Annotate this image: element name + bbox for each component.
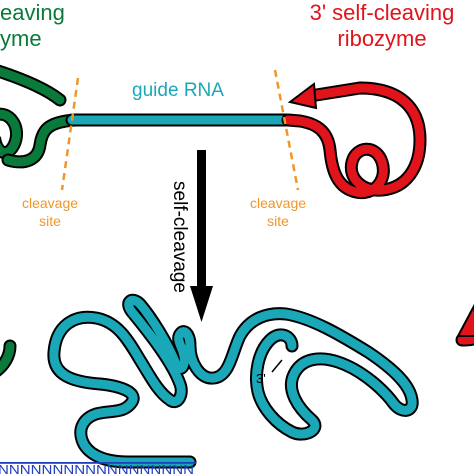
right-ribozyme <box>281 81 427 200</box>
cleavage-site-right-line2: site <box>267 213 289 229</box>
released-guide-rna <box>47 293 419 469</box>
cleavage-marker-right <box>273 69 300 191</box>
right-ribozyme-label-line1: 3' self-cleaving <box>310 0 455 25</box>
cleavage-site-left-line2: site <box>39 213 61 229</box>
bottom-sequence-text: NNNNNNNNNNNNNNNNNN <box>0 462 194 474</box>
three-prime-pointer <box>271 359 283 373</box>
cleavage-marker-left <box>60 77 80 191</box>
self-cleavage-arrow <box>190 150 213 322</box>
right-fragment-arrowhead <box>456 303 474 337</box>
three-prime-label: 3' <box>256 371 266 386</box>
red-arrowhead <box>287 82 318 110</box>
right-ribozyme-label-line2: ribozyme <box>337 26 426 51</box>
right-fragment-bottom <box>455 303 474 347</box>
left-ribozyme <box>0 64 82 169</box>
self-cleavage-label: self-cleavage <box>169 181 190 293</box>
left-ribozyme-label-line2: yme <box>0 26 42 51</box>
left-ribozyme-label-line1: eaving <box>0 0 65 25</box>
sequence-underline <box>0 462 196 464</box>
cleavage-site-left-line1: cleavage <box>22 195 78 211</box>
guide-rna-label: guide RNA <box>132 80 224 101</box>
cleavage-site-right-line1: cleavage <box>250 195 306 211</box>
left-fragment-bottom <box>0 339 17 377</box>
